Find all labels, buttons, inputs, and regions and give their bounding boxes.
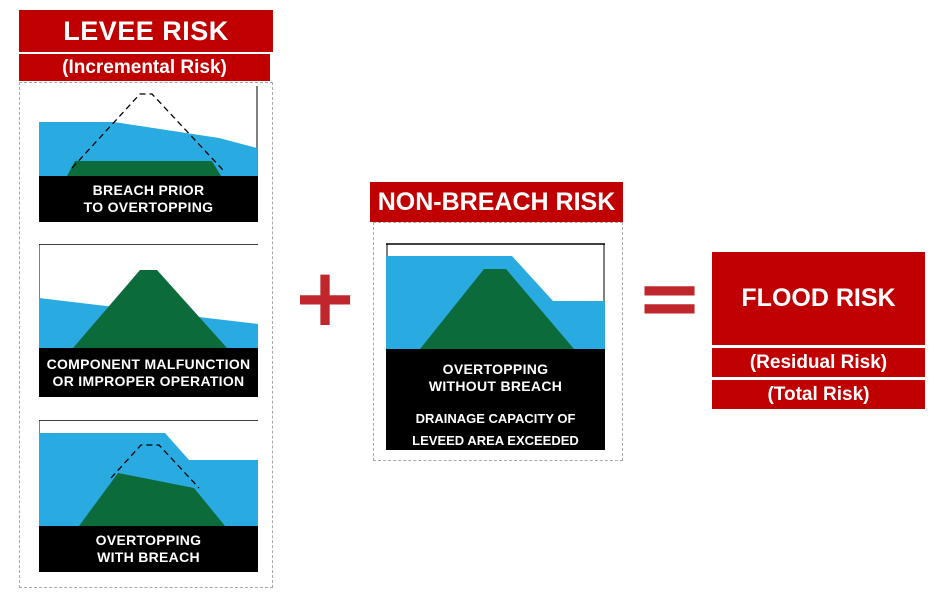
overtopping-no-breach-illustration [386,243,605,349]
panel-breach-prior-to-overtopping: BREACH PRIOR TO OVERTOPPING [39,86,258,222]
total-risk-label: (Total Risk) [712,380,925,409]
caption-line: OR IMPROPER OPERATION [52,372,245,389]
panel-caption: COMPONENT MALFUNCTION OR IMPROPER OPERAT… [39,348,258,397]
caption-line: OVERTOPPING [442,361,549,377]
overtopping-breach-illustration [39,420,258,526]
caption-line: TO OVERTOPPING [83,199,214,215]
residual-risk-label: (Residual Risk) [712,348,925,377]
levee-damaged [79,473,225,526]
caption-line: WITH BREACH [97,549,200,565]
component-malfunction-illustration [39,244,258,348]
panel-caption: OVERTOPPING WITHOUT BREACH DRAINAGE CAPA… [386,349,605,450]
equals-symbol: = [636,251,704,344]
levee-risk-group-border [19,82,273,588]
caption-line: OVERTOPPING [95,532,202,548]
panel-component-malfunction: COMPONENT MALFUNCTION OR IMPROPER OPERAT… [39,244,258,397]
panel-caption: BREACH PRIOR TO OVERTOPPING [39,176,258,222]
caption-line: BREACH PRIOR [92,182,205,198]
flood-risk-title: FLOOD RISK [712,252,925,345]
levee-body [73,270,227,348]
drainage-note-line: LEVEED AREA EXCEEDED [412,433,579,448]
drainage-note-line: DRAINAGE CAPACITY OF [415,411,576,426]
breach-prior-illustration [39,86,258,176]
non-breach-group-border [373,222,623,461]
levee-risk-subtitle: (Incremental Risk) [19,54,270,81]
plus-symbol: + [291,251,359,344]
caption-line: COMPONENT MALFUNCTION [46,355,251,372]
original-levee-outline [110,444,200,489]
levee-remnant [67,161,221,176]
caption-line: WITHOUT BREACH [428,378,563,394]
original-levee-outline [71,93,224,171]
levee-risk-title: LEVEE RISK [19,10,273,52]
non-breach-risk-title: NON-BREACH RISK [370,182,623,222]
levee-body [420,269,574,349]
panel-overtopping-without-breach: OVERTOPPING WITHOUT BREACH DRAINAGE CAPA… [386,243,605,450]
panel-overtopping-with-breach: OVERTOPPING WITH BREACH [39,420,258,572]
panel-caption: OVERTOPPING WITH BREACH [39,526,258,572]
